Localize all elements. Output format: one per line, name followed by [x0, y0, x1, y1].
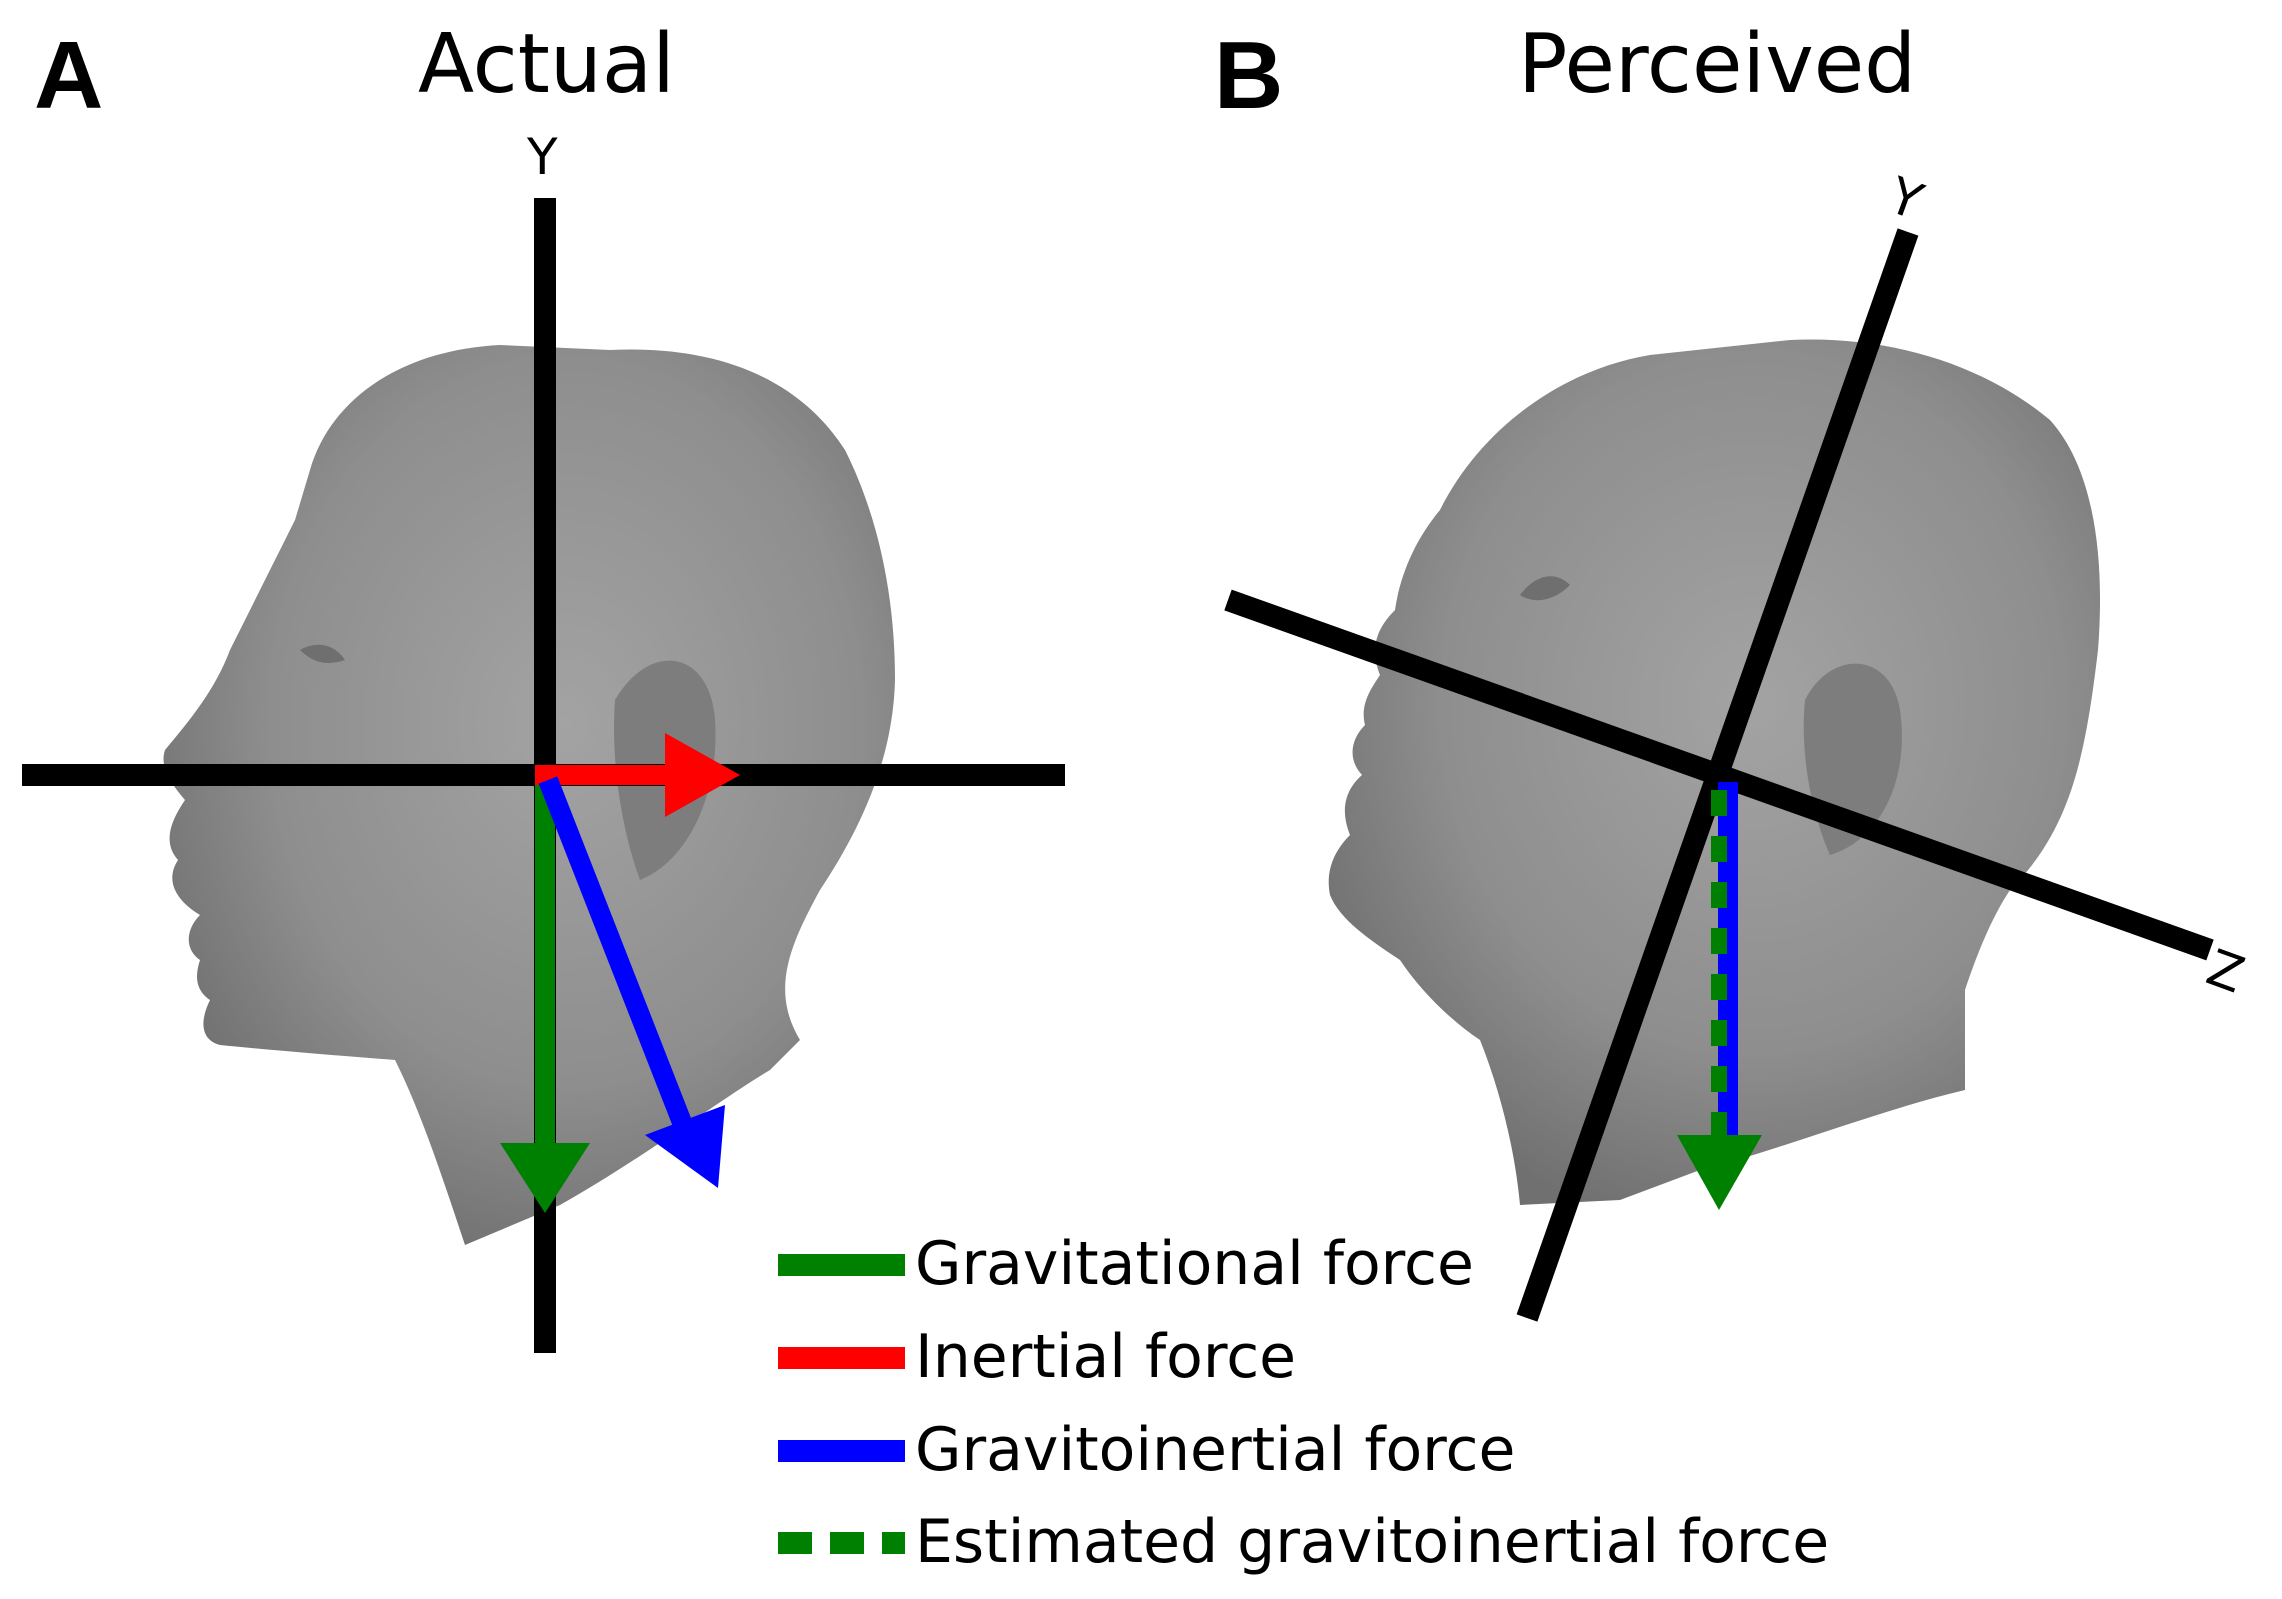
eye-b [1520, 576, 1570, 601]
legend-label-estimated: Estimated gravitoinertial force [915, 1507, 1830, 1577]
z-axis-b [1224, 589, 2214, 961]
panel-a-letter: A [34, 22, 104, 129]
estimated-arrow-head-b [1677, 1135, 1762, 1210]
inertial-arrow-head-a [665, 733, 740, 817]
y-axis-label-a: Y [527, 128, 558, 186]
gravitoinertial-arrow-shaft-a [538, 776, 693, 1129]
panel-b-title: Perceived [1518, 17, 1917, 112]
head-a [163, 345, 896, 1245]
panel-b-letter: B [1214, 22, 1284, 129]
gravitoinertial-arrow-head-a [645, 1105, 725, 1188]
panel-a-drawing [22, 198, 1065, 1353]
gravitational-arrow-head-a [500, 1143, 590, 1213]
legend-label-inertial: Inertial force [915, 1322, 1297, 1392]
panel-b-drawing [1224, 228, 2214, 1322]
legend-label-gravitational: Gravitational force [915, 1229, 1474, 1299]
legend-swatches [778, 1254, 905, 1554]
legend-label-gravitoinertial: Gravitoinertial force [915, 1415, 1516, 1485]
panel-a-title: Actual [418, 17, 675, 112]
eye-a [300, 644, 345, 663]
